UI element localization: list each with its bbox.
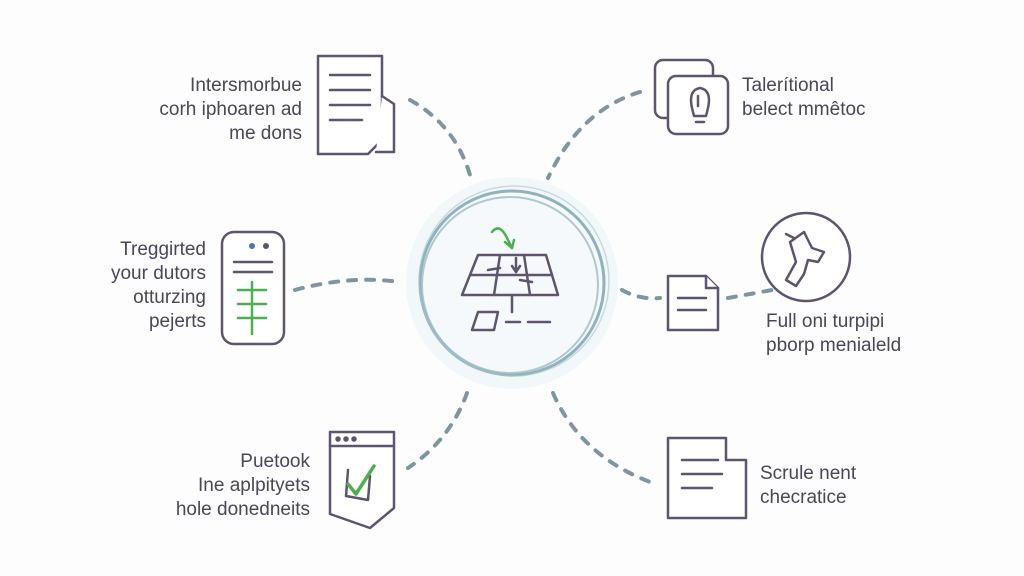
- connector-mid-right: [620, 288, 662, 301]
- label-line: pborp menialeld: [766, 335, 902, 356]
- circle-tool-icon: [760, 211, 852, 303]
- node-label-bottom-right: Scrule nent checratice: [760, 462, 856, 510]
- connector-mid-right-to-tool: [726, 288, 774, 300]
- folder-document-icon: [666, 436, 748, 520]
- label-line: your dutors: [110, 263, 206, 284]
- label-line: Puetook: [240, 451, 310, 472]
- label-line: me dons: [229, 123, 302, 144]
- label-line: checratice: [760, 487, 847, 508]
- label-line: hole donedneits: [175, 499, 310, 520]
- connector-bottom-right: [551, 391, 652, 484]
- label-line: otturzing: [133, 287, 206, 308]
- label-line: Talerítional: [742, 75, 834, 96]
- browser-checkmark-icon: [328, 430, 396, 530]
- hub: [406, 177, 618, 389]
- label-line: pejerts: [148, 311, 206, 332]
- connector-mid-left: [293, 277, 402, 292]
- node-label-top-left: Intersmorbue corh iphoaren ad me dons: [159, 74, 302, 146]
- node-label-bottom-left: Puetook Ine aplpityets hole donedneits: [176, 450, 310, 522]
- connector-top-right: [546, 90, 642, 180]
- label-line: belect mmêtoc: [742, 99, 866, 120]
- document-icon: [316, 54, 396, 156]
- label-line: Scrule nent: [760, 463, 857, 484]
- label-line: Full oni turpipi: [766, 311, 885, 332]
- solar-panel-icon: [460, 227, 560, 332]
- small-document-icon: [666, 274, 720, 332]
- device-list-icon: [220, 230, 286, 346]
- label-line: Treggirted: [120, 239, 206, 260]
- node-label-mid-right: Full oni turpipi pborp menialeld: [766, 310, 901, 358]
- connector-bottom-left: [406, 391, 469, 470]
- label-line: Intersmorbue: [190, 75, 302, 96]
- node-label-top-right: Talerítional belect mmêtoc: [742, 74, 866, 122]
- node-label-mid-left: Treggirted your dutors otturzing pejerts: [111, 238, 206, 334]
- label-line: corh iphoaren ad: [159, 99, 302, 120]
- stacked-pages-bulb-icon: [653, 58, 730, 136]
- connector-top-left: [408, 98, 472, 177]
- label-line: Ine aplpityets: [198, 475, 310, 496]
